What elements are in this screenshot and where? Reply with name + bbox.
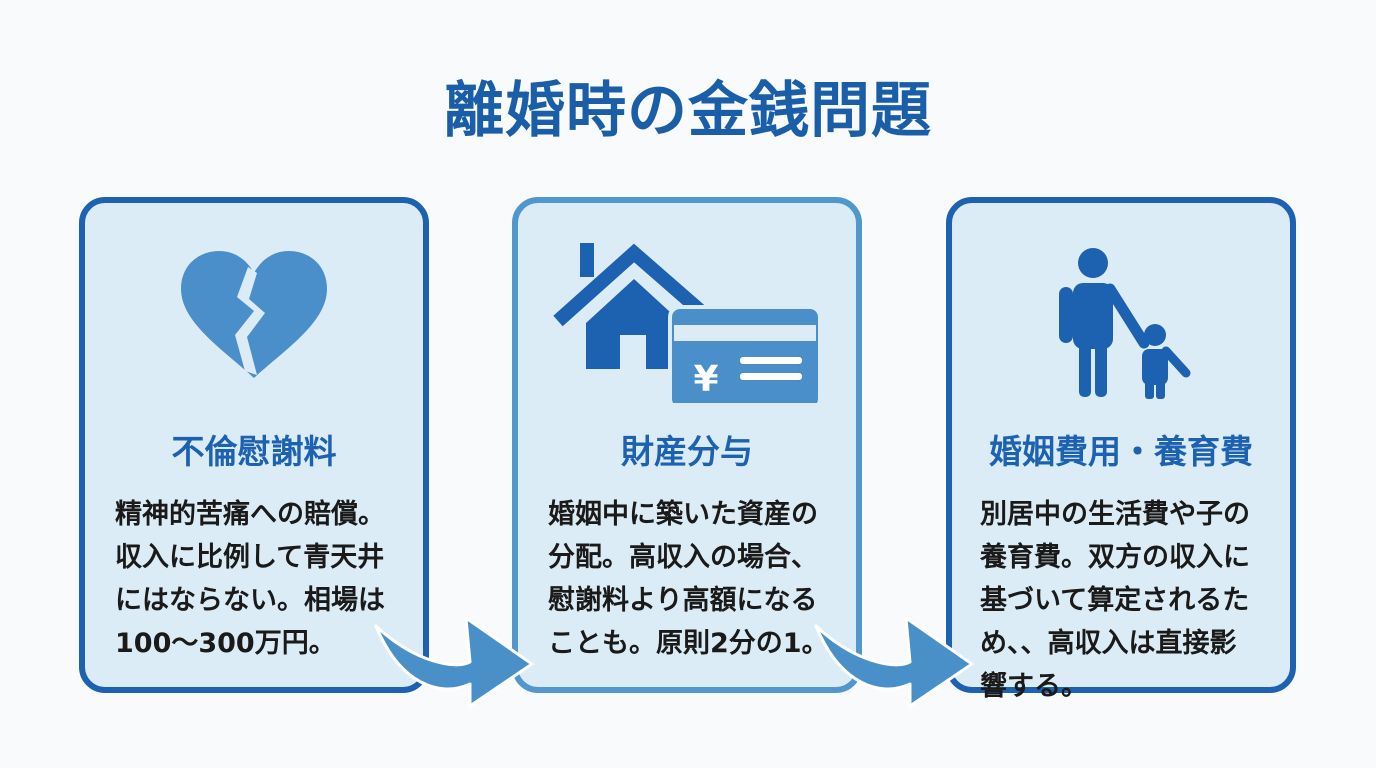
flow-arrow-2	[814, 616, 974, 708]
description-line: 収入に比例して青天井	[115, 542, 385, 573]
description-line: 100〜300万円。	[115, 628, 336, 659]
description-line: 婚姻中に築いた資産の	[548, 499, 818, 530]
description-line: 基づいて算定されるた	[980, 585, 1250, 616]
card-heading: 婚姻費用・養育費	[989, 432, 1253, 471]
description-line: 慰謝料より高額になる	[548, 585, 818, 616]
card-heading: 不倫慰謝料	[171, 432, 337, 471]
card-description: 精神的苦痛への賠償。 収入に比例して青天井 にはならない。相場は 100〜300…	[115, 493, 405, 665]
flow-arrow-1	[374, 616, 534, 708]
parent-and-child-icon	[952, 223, 1290, 403]
description-line: 分配。高収入の場合、	[548, 542, 818, 573]
card-description: 婚姻中に築いた資産の 分配。高収入の場合、 慰謝料より高額になる ことも。原則2…	[548, 493, 838, 665]
description-line: ことも。原則2分の1。	[548, 628, 829, 659]
description-line: 精神的苦痛への賠償。	[115, 499, 385, 530]
house-and-yen-card-icon: ¥	[518, 223, 856, 403]
broken-heart-icon	[85, 223, 423, 403]
page-title: 離婚時の金銭問題	[444, 76, 932, 146]
description-line: 響する。	[980, 671, 1088, 702]
yen-symbol: ¥	[693, 359, 718, 400]
card-description: 別居中の生活費や子の 養育費。双方の収入に 基づいて算定されるた め、、高収入は…	[980, 493, 1270, 708]
card-living-and-child-support: 婚姻費用・養育費 別居中の生活費や子の 養育費。双方の収入に 基づいて算定される…	[946, 197, 1296, 702]
card-heading: 財産分与	[621, 432, 753, 471]
card-property-division: ¥ 財産分与 婚姻中に築いた資産の 分配。高収入の場合、 慰謝料より高額になる …	[512, 197, 862, 693]
description-line: 別居中の生活費や子の	[980, 499, 1250, 530]
description-line: め、、高収入は直接影	[980, 628, 1237, 659]
description-line: 養育費。双方の収入に	[980, 542, 1250, 573]
card-affair-compensation: 不倫慰謝料 精神的苦痛への賠償。 収入に比例して青天井 にはならない。相場は 1…	[79, 197, 429, 693]
description-line: にはならない。相場は	[115, 585, 385, 616]
